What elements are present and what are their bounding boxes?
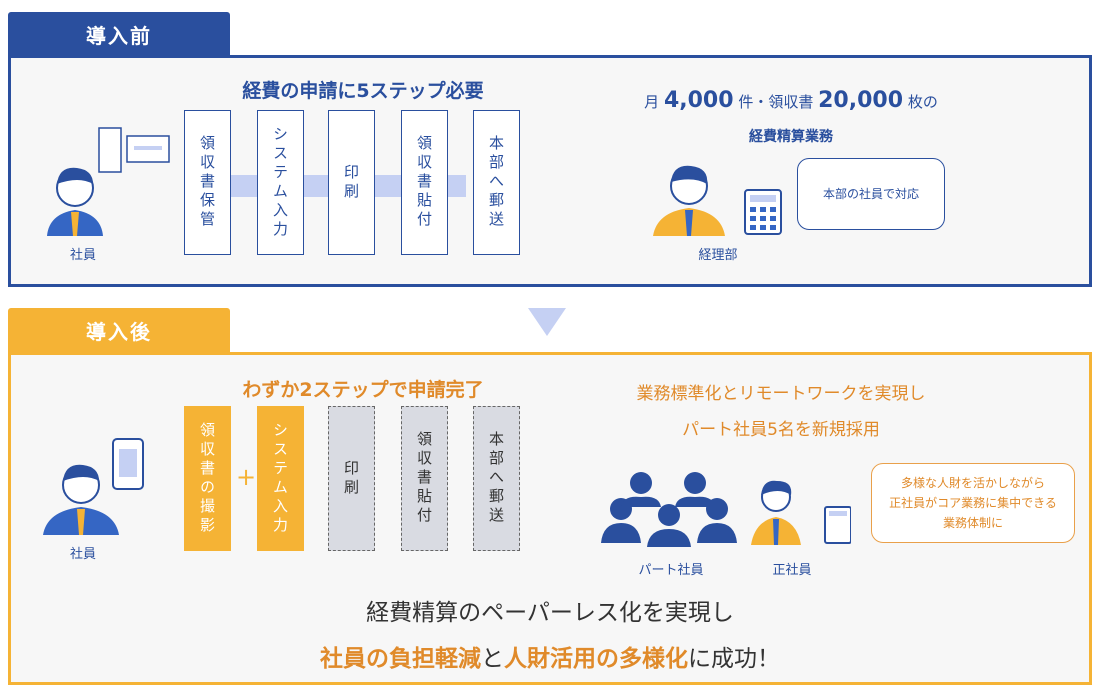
- before-title: 経費の申請に5ステップ必要: [242, 80, 484, 102]
- accounting-label: 経理部: [698, 248, 738, 263]
- conclusion-and: と: [481, 646, 504, 672]
- plus-icon: +: [236, 463, 257, 491]
- step-3: 印刷: [328, 110, 375, 255]
- volume-unit2: 枚の: [907, 93, 938, 111]
- volume-prefix: 月: [644, 93, 660, 111]
- part-time-staff-group-icon: [601, 472, 737, 547]
- step-2: システム入力: [257, 110, 304, 255]
- step-2: システム入力: [257, 406, 304, 551]
- headline-1: 業務標準化とリモートワークを実現し: [636, 384, 926, 404]
- volume-text: 月 4,000 件・領収書 20,000 枚の: [611, 88, 971, 113]
- sheet-count: 20,000: [818, 88, 904, 113]
- before-tab: 導入前: [8, 12, 230, 56]
- bubble-line: 業務体制に: [942, 516, 1003, 530]
- step-4-removed: 領収書貼付: [401, 406, 448, 551]
- accountant-with-calculator-icon: [653, 165, 782, 236]
- receipt-count: 4,000: [663, 88, 734, 113]
- conclusion-line-2: 社員の負担軽減と人財活用の多様化に成功！: [11, 639, 1089, 673]
- regular-employee-label: 正社員: [772, 563, 812, 578]
- after-title: わずか2ステップで申請完了: [242, 379, 484, 401]
- task-text: 経費精算業務: [749, 129, 833, 145]
- conclusion-highlight-1: 社員の負担軽減: [320, 646, 481, 672]
- after-panel: わずか2ステップで申請完了 領収書の撮影 + システム入力 印刷 領収書貼付 本…: [8, 352, 1092, 685]
- employee-label: 社員: [69, 248, 96, 263]
- conclusion-highlight-2: 人財活用の多様化: [504, 646, 688, 672]
- employee-with-receipts-icon: [47, 127, 170, 236]
- step-3-removed: 印刷: [328, 406, 375, 551]
- volume-unit1: 件・領収書: [738, 93, 814, 111]
- employee-with-smartphone-icon: [43, 438, 144, 535]
- step-5-removed: 本部へ郵送: [473, 406, 520, 551]
- step-5: 本部へ郵送: [473, 110, 520, 255]
- step-4: 領収書貼付: [401, 110, 448, 255]
- before-panel: 経費の申請に5ステップ必要 領収書保管 システム入力 印刷 領収書貼付 本部へ郵…: [8, 55, 1092, 287]
- employee-label: 社員: [69, 547, 96, 562]
- part-time-label: パート社員: [638, 563, 704, 578]
- headline-2: パート社員5名を新規採用: [682, 420, 880, 440]
- regular-employee-with-calculator-icon: [751, 480, 851, 545]
- speech-bubble: 多様な人財を活かしながら 正社員がコア業務に集中できる 業務体制に: [871, 463, 1075, 543]
- down-arrow-icon: [528, 308, 566, 336]
- bubble-line: 多様な人財を活かしながら: [900, 476, 1045, 490]
- step-1: 領収書の撮影: [184, 406, 231, 551]
- speech-bubble: 本部の社員で対応: [797, 158, 945, 230]
- conclusion-tail: に成功！: [688, 646, 780, 672]
- conclusion-line-1: 経費精算のペーパーレス化を実現し: [366, 600, 734, 626]
- step-1: 領収書保管: [184, 110, 231, 255]
- bubble-line: 正社員がコア業務に集中できる: [889, 496, 1057, 510]
- after-tab: 導入後: [8, 308, 230, 352]
